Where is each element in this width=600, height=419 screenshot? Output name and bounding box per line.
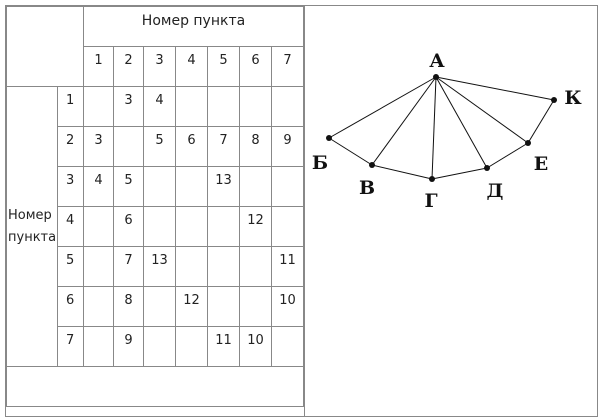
vertex-point <box>484 165 490 171</box>
distance-cell: 12 <box>175 286 208 327</box>
row-number: 3 <box>57 166 84 207</box>
column-number: 6 <box>239 46 272 87</box>
distance-cell: 5 <box>143 126 176 167</box>
distance-cell <box>271 86 304 127</box>
distance-cell: 3 <box>113 86 144 127</box>
column-number: 4 <box>175 46 208 87</box>
road-edge <box>371 164 433 180</box>
distance-cell <box>113 126 144 167</box>
distance-cell <box>83 286 114 327</box>
distance-cell: 8 <box>239 126 272 167</box>
distance-cell: 11 <box>271 246 304 287</box>
distance-cell: 9 <box>113 326 144 367</box>
column-number: 1 <box>83 46 114 87</box>
distance-cell: 12 <box>239 206 272 247</box>
distance-cell: 8 <box>113 286 144 327</box>
distance-cell <box>175 206 208 247</box>
distance-cell <box>239 86 272 127</box>
distance-cell <box>207 206 240 247</box>
distance-cell <box>271 166 304 207</box>
distance-cell <box>271 206 304 247</box>
vertex-label: В <box>359 177 375 199</box>
row-header: Номер пункта <box>6 86 58 367</box>
distance-cell: 11 <box>207 326 240 367</box>
distance-cell <box>271 326 304 367</box>
distance-cell <box>83 86 114 127</box>
road-edge <box>431 167 488 180</box>
road-edge <box>435 76 555 101</box>
task-frame <box>5 5 598 417</box>
road-edge <box>328 76 437 139</box>
distance-cell: 7 <box>207 126 240 167</box>
distance-cell <box>239 166 272 207</box>
distance-cell <box>175 326 208 367</box>
distance-cell: 6 <box>113 206 144 247</box>
vertex-point <box>326 135 332 141</box>
vertex-label: А <box>429 50 445 72</box>
corner-cell <box>6 6 84 87</box>
row-number: 2 <box>57 126 84 167</box>
distance-cell: 7 <box>113 246 144 287</box>
vertex-label: К <box>564 87 582 109</box>
distance-cell: 6 <box>175 126 208 167</box>
vertex-label: Д <box>487 180 504 202</box>
distance-cell <box>239 286 272 327</box>
vertex-label: Г <box>424 190 437 212</box>
road-edge <box>435 76 529 144</box>
distance-cell <box>143 286 176 327</box>
distance-cell: 4 <box>143 86 176 127</box>
row-number: 6 <box>57 286 84 327</box>
distance-cell <box>83 246 114 287</box>
road-edge <box>486 142 529 169</box>
distance-cell <box>175 86 208 127</box>
distance-cell: 9 <box>271 126 304 167</box>
vertex-point <box>433 74 439 80</box>
road-edge <box>435 76 488 169</box>
road-graph: А Б В Г Д Е К <box>312 50 582 212</box>
distance-cell <box>143 166 176 207</box>
column-number: 2 <box>113 46 144 87</box>
distance-cell: 10 <box>271 286 304 327</box>
road-edge <box>328 137 373 166</box>
distance-cell: 5 <box>113 166 144 207</box>
road-edge <box>371 76 437 166</box>
distance-cell <box>207 86 240 127</box>
distance-cell <box>83 206 114 247</box>
distance-cell <box>175 246 208 287</box>
distance-cell: 4 <box>83 166 114 207</box>
column-header: Номер пункта <box>83 6 304 47</box>
distance-cell: 13 <box>207 166 240 207</box>
row-number: 1 <box>57 86 84 127</box>
vertex-point <box>369 162 375 168</box>
distance-cell <box>143 326 176 367</box>
road-edge <box>431 76 437 180</box>
vertex-point <box>525 140 531 146</box>
column-number: 3 <box>143 46 176 87</box>
row-number: 4 <box>57 206 84 247</box>
distance-cell: 3 <box>83 126 114 167</box>
column-number: 7 <box>271 46 304 87</box>
row-number: 7 <box>57 326 84 367</box>
distance-cell <box>143 206 176 247</box>
vertex-label: Е <box>534 153 548 175</box>
distance-cell <box>207 246 240 287</box>
row-number: 5 <box>57 246 84 287</box>
empty-row <box>6 366 304 407</box>
distance-cell: 13 <box>143 246 176 287</box>
vertex-point <box>551 97 557 103</box>
distance-cell <box>83 326 114 367</box>
column-number: 5 <box>207 46 240 87</box>
road-edge <box>527 99 555 144</box>
vertex-label: Б <box>312 152 328 174</box>
distance-cell <box>207 286 240 327</box>
distance-cell <box>175 166 208 207</box>
column-divider <box>304 5 305 416</box>
vertex-point <box>429 176 435 182</box>
distance-cell <box>239 246 272 287</box>
distance-cell: 10 <box>239 326 272 367</box>
